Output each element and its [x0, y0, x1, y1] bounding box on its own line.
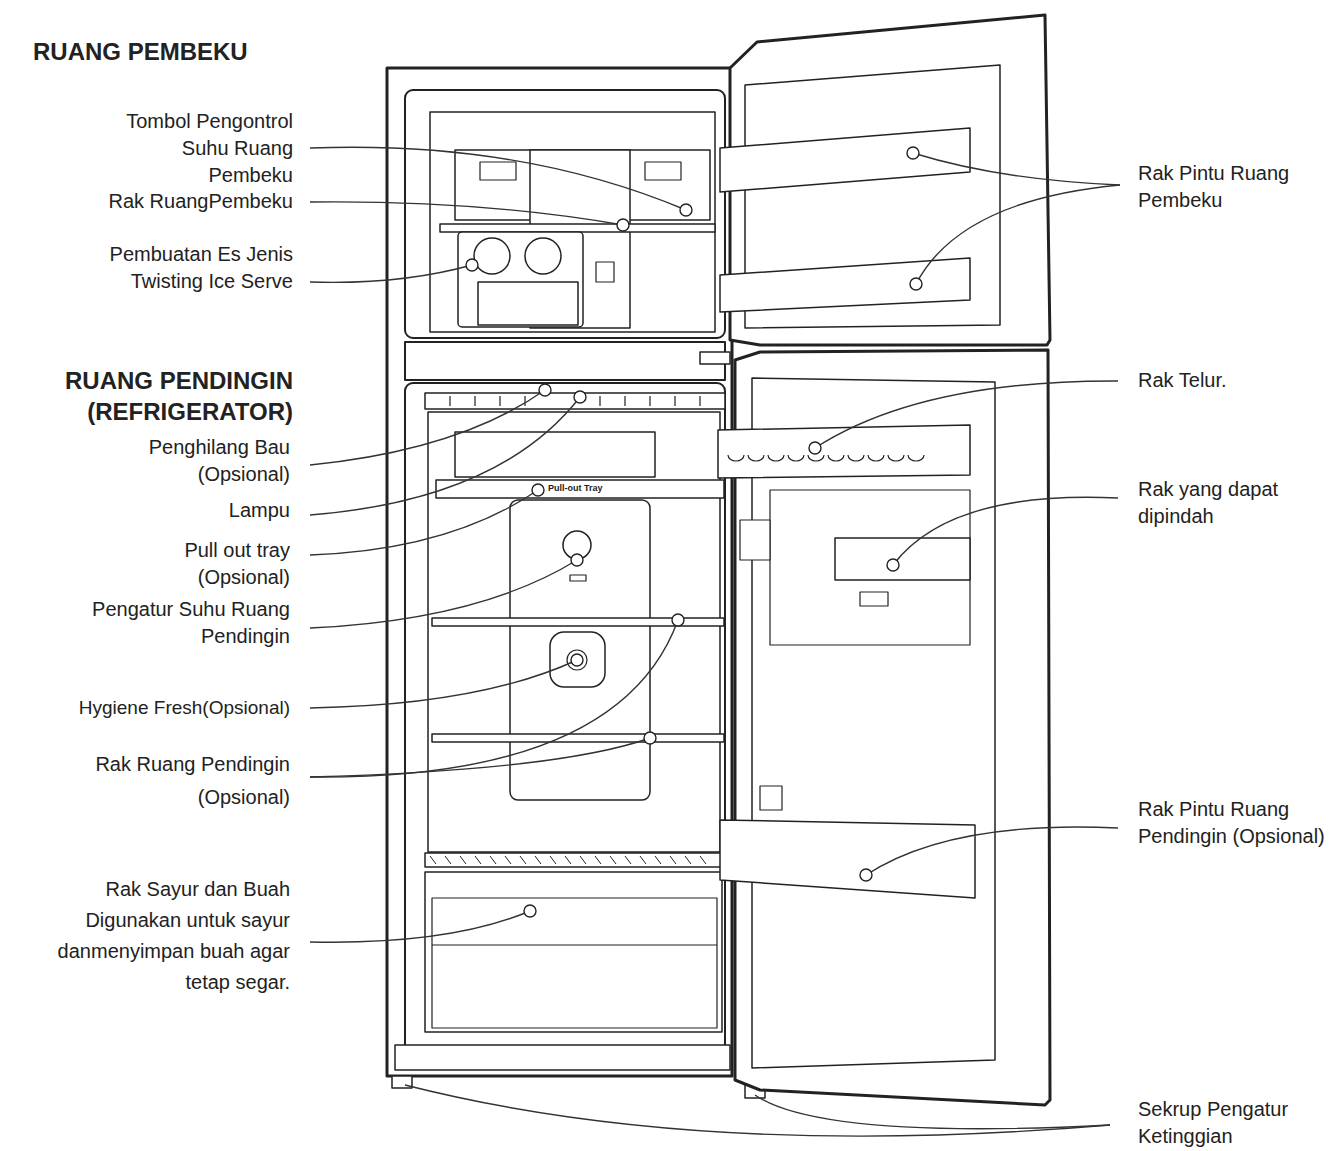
leader-line [310, 911, 530, 942]
callout-dot [809, 442, 821, 454]
fridge-shelf [432, 734, 724, 742]
leader-line [893, 497, 1118, 565]
part-label: Rak Pintu Ruang Pembeku [1138, 160, 1328, 214]
leader-line [310, 620, 678, 777]
callout-dot [571, 554, 583, 566]
leader-line [310, 397, 580, 515]
hinge [700, 352, 730, 364]
callout-dot [524, 905, 536, 917]
leader-line [310, 202, 623, 225]
part-label: Penghilang Bau (Opsional) [90, 434, 290, 488]
leader-lines [310, 147, 1120, 1136]
freezer-vent [596, 262, 614, 282]
filter-center [567, 650, 587, 670]
callout-dot [672, 614, 684, 626]
leader-line [310, 738, 650, 777]
part-label: Rak yang dapat dipindah [1138, 476, 1313, 530]
callout-dot [907, 147, 919, 159]
cabinet-outline [387, 68, 732, 1076]
base-panel [395, 1045, 730, 1070]
dial-mark [570, 575, 586, 581]
crisper-cover-hatch [430, 856, 706, 864]
bottle-stopper [760, 786, 782, 810]
freezer-vent [480, 162, 516, 180]
part-label: Rak Sayur dan Buah Digunakan untuk sayur… [38, 874, 290, 998]
callout-dot [887, 559, 899, 571]
crisper-cover [425, 853, 722, 867]
callout-dot [680, 204, 692, 216]
callout-dot [617, 219, 629, 231]
freezer-compartment [405, 90, 725, 338]
freezer-door-shelf [720, 258, 970, 312]
part-label: Pull out tray (Opsional) [90, 537, 290, 591]
freezer-door [720, 15, 1050, 345]
leader-line [916, 185, 1120, 284]
egg-tray [718, 425, 970, 478]
part-label: Pembuatan Es Jenis Twisting Ice Serve [90, 241, 293, 295]
movable-door-shelf [835, 538, 970, 580]
divider-band [405, 342, 725, 380]
leader-line [310, 265, 472, 282]
callout-dots [466, 147, 922, 917]
part-label: Lampu [90, 497, 290, 524]
leader-line [866, 827, 1118, 875]
part-label: Pengatur Suhu Ruang Pendingin [60, 596, 290, 650]
refrigerator-door [718, 350, 1050, 1105]
part-label: Rak Telur. [1138, 367, 1328, 394]
refrigerator-door-liner [752, 378, 995, 1068]
part-label: Rak Pintu Ruang Pendingin (Opsional) [1138, 796, 1328, 850]
leader-line [755, 1095, 1110, 1129]
leader-line [310, 390, 545, 465]
callout-dot [574, 391, 586, 403]
leader-line [913, 153, 1120, 185]
leader-line [310, 490, 538, 555]
part-label: Tombol Pengontrol Suhu Ruang Pembeku [108, 108, 293, 189]
part-label: Sekrup Pengatur Ketinggian [1138, 1096, 1328, 1150]
deodorizer-housing [455, 432, 655, 477]
shelf-clip [860, 592, 888, 606]
ice-maker [458, 232, 583, 327]
pull-out-tray [436, 480, 724, 498]
leader-line [815, 381, 1118, 448]
callout-dot [860, 869, 872, 881]
section-heading: RUANG PEMBEKU [33, 36, 333, 67]
freezer-door-shelf [720, 128, 970, 192]
freezer-shelf [440, 224, 715, 232]
fridge-body [387, 68, 765, 1098]
leader-line [310, 147, 686, 210]
door-gasket-clip [740, 520, 770, 560]
callout-dot [532, 484, 544, 496]
leader-line [405, 1085, 1110, 1136]
leader-line [310, 560, 577, 628]
callout-dot [910, 278, 922, 290]
hygiene-fresh-filter [550, 632, 605, 687]
refrigerator-compartment [405, 383, 725, 1053]
callout-dot [466, 259, 478, 271]
part-marking: Pull-out Tray [548, 483, 618, 494]
part-label: Rak Ruang Pendingin (Opsional) [30, 748, 290, 814]
freezer-vent [645, 162, 681, 180]
callout-dot [571, 654, 583, 666]
crisper-front [432, 898, 717, 1028]
crisper-drawer [425, 872, 722, 1032]
callout-dot [644, 732, 656, 744]
door-panel [770, 490, 970, 645]
freezer-back-wall [430, 112, 715, 332]
ice-maker-knob [525, 238, 561, 274]
part-label: Hygiene Fresh(Opsional) [10, 694, 290, 721]
callout-dot [539, 384, 551, 396]
egg-cups [728, 455, 924, 461]
part-label: Rak RuangPembeku [40, 188, 293, 215]
section-heading: RUANG PENDINGIN (REFRIGERATOR) [8, 365, 293, 427]
crisper-edge [432, 944, 717, 945]
ice-maker-knob [474, 238, 510, 274]
ice-bin [478, 282, 578, 325]
refrigerator-door-shelf [720, 820, 975, 898]
leader-line [310, 660, 577, 708]
